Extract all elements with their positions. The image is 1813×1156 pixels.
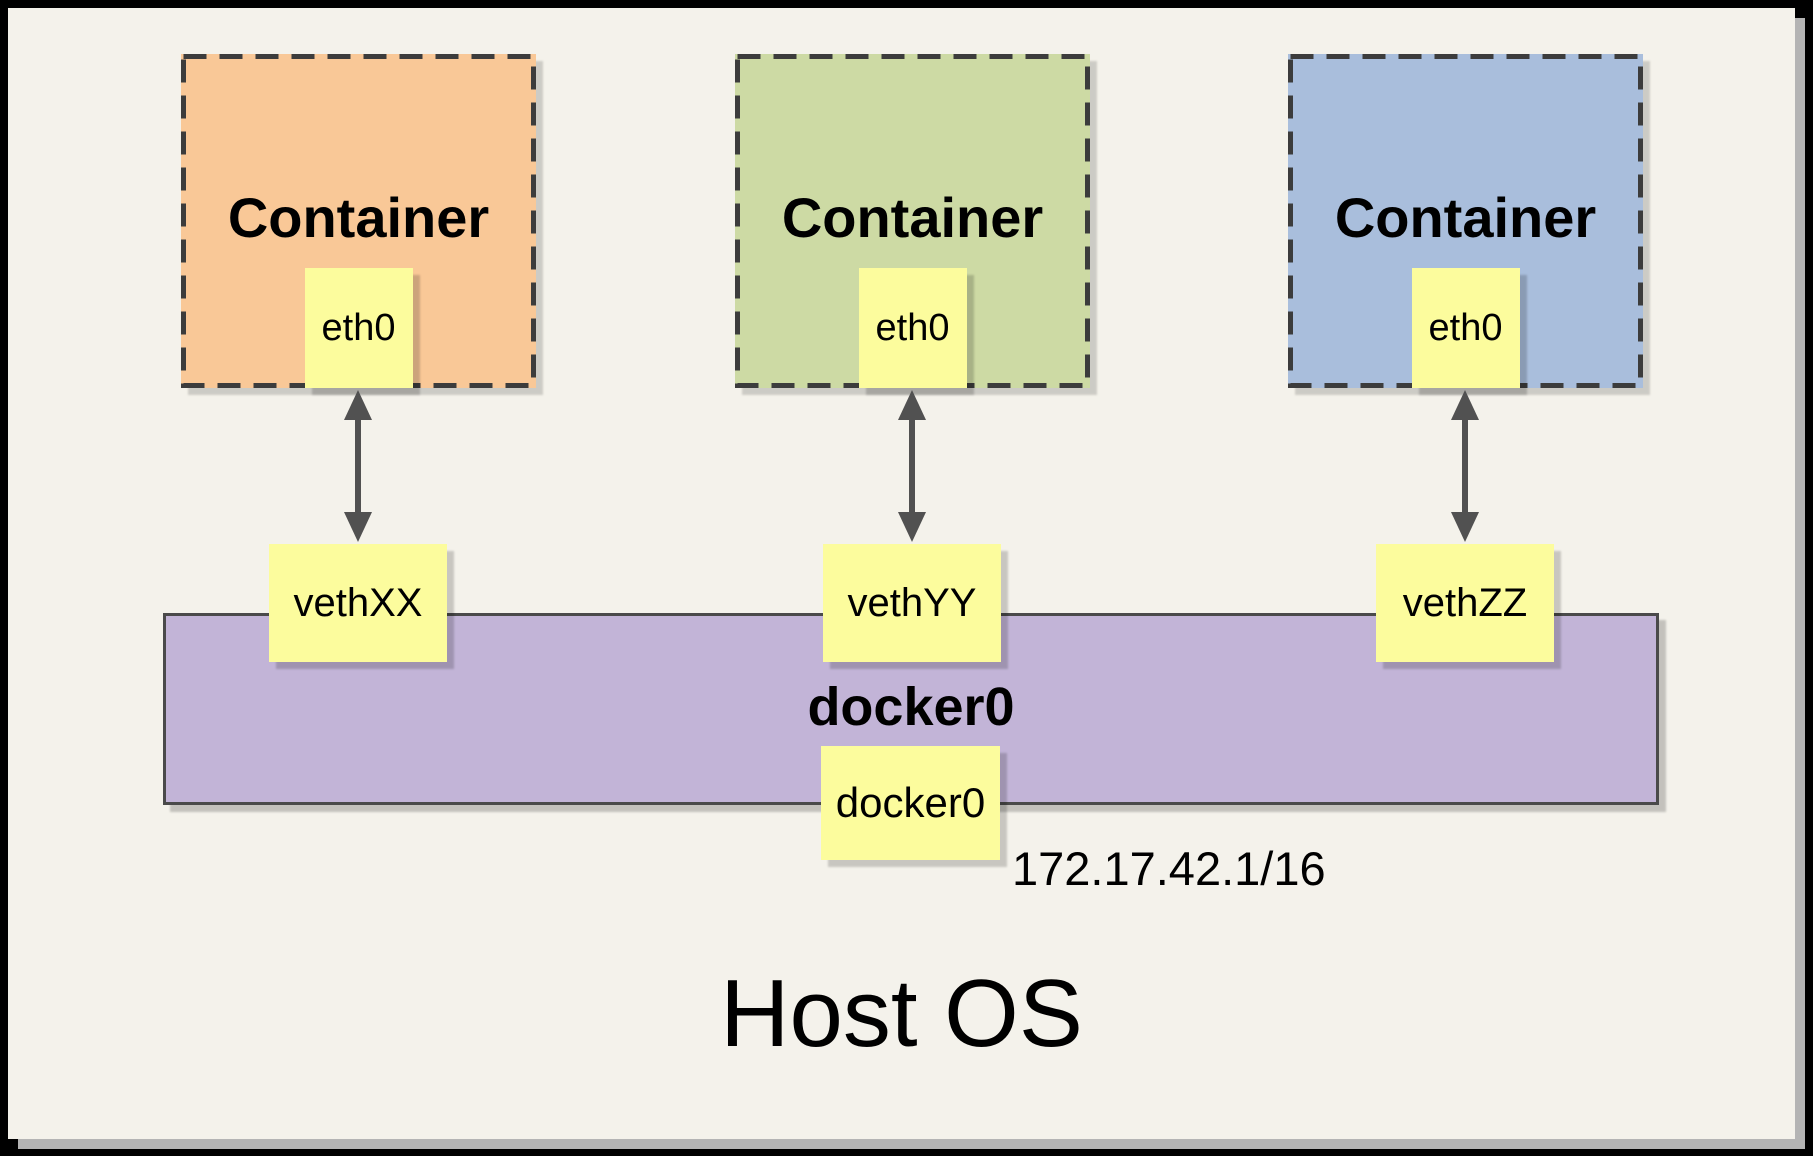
vethzz-box: vethZZ	[1376, 544, 1554, 662]
vethzz-label: vethZZ	[1402, 580, 1528, 625]
bridge-ip-address: 172.17.42.1/16	[1012, 842, 1326, 895]
eth0-box: eth0	[858, 268, 967, 388]
vethyy-box: vethYY	[823, 544, 1001, 662]
container-title: Container	[227, 186, 490, 249]
dashed-border	[1288, 54, 1643, 388]
docker0-interface-box: docker0	[821, 746, 1000, 860]
eth0-label: eth0	[875, 306, 950, 349]
eth0-box: eth0	[1411, 268, 1520, 388]
double-arrow-icon	[344, 390, 372, 542]
container-box-1: Container eth0	[181, 54, 536, 388]
container-title: Container	[781, 186, 1044, 249]
eth0-label: eth0	[321, 306, 396, 349]
container-box-2: Container eth0	[735, 54, 1090, 388]
docker0-interface-label: docker0	[835, 779, 986, 826]
container-title: Container	[1334, 186, 1597, 249]
double-arrow-icon	[1451, 390, 1479, 542]
host-os-panel: Container eth0 Container eth0 Container …	[8, 8, 1795, 1139]
container-box-3: Container eth0	[1288, 54, 1643, 388]
double-arrow-icon	[898, 390, 926, 542]
host-os-title: Host OS	[720, 960, 1083, 1067]
vethyy-label: vethYY	[847, 580, 977, 625]
eth0-box: eth0	[304, 268, 413, 388]
docker0-bridge-title: docker0	[807, 677, 1015, 737]
dashed-border	[735, 54, 1090, 388]
eth0-label: eth0	[1428, 306, 1503, 349]
vethxx-box: vethXX	[269, 544, 447, 662]
vethxx-label: vethXX	[293, 580, 423, 625]
dashed-border	[181, 54, 536, 388]
